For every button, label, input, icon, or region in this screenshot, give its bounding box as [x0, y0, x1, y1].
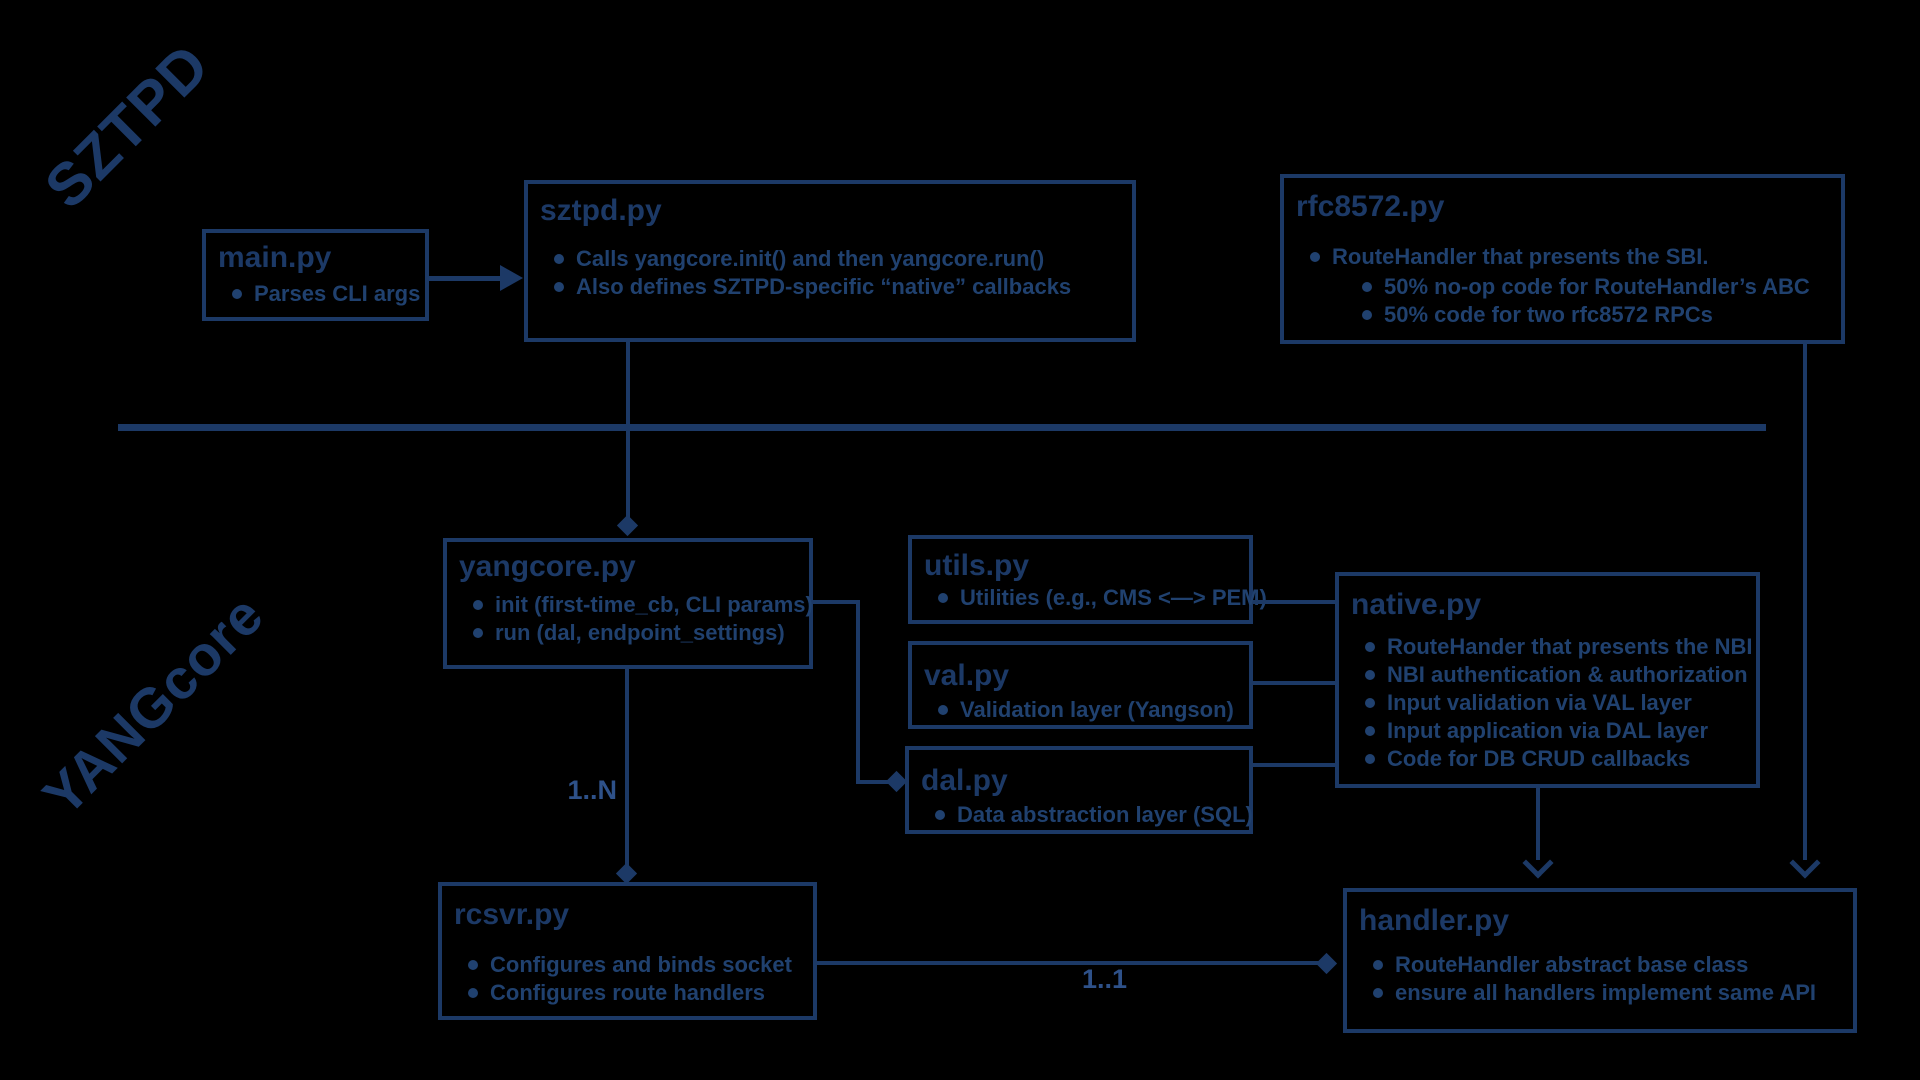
arrowhead-diamond-icon [615, 862, 638, 885]
box-utils-py-title: utils.py [924, 549, 1030, 582]
box-handler-py-bullet: ensure all handlers implement same API [1373, 979, 1853, 1007]
box-yangcore-py-bullet: run (dal, endpoint_settings) [473, 619, 809, 647]
connector-utils-to-native [1253, 600, 1335, 604]
box-main-py: main.py Parses CLI args [202, 229, 429, 321]
box-native-py-title: native.py [1351, 588, 1482, 621]
connector-yangcore-to-dal-v [856, 600, 860, 782]
box-native-py-bullet: RouteHander that presents the NBI [1365, 633, 1756, 661]
section-divider-line [118, 424, 1766, 431]
connector-yangcore-to-dal-h1 [813, 600, 860, 604]
box-dal-py: dal.py Data abstraction layer (SQL) [905, 746, 1253, 834]
box-yangcore-py-bullet: init (first-time_cb, CLI params) [473, 592, 813, 617]
arrowhead-diamond-icon [616, 514, 639, 537]
box-main-py-title: main.py [218, 241, 332, 274]
connector-native-to-handler [1536, 788, 1540, 860]
box-sztpd-py-bullet: Calls yangcore.init() and then yangcore.… [554, 245, 1132, 273]
box-rfc8572-py: rfc8572.py RouteHandler that presents th… [1280, 174, 1845, 344]
box-native-py-bullet: Input validation via VAL layer [1365, 689, 1756, 717]
box-main-py-bullet: Parses CLI args [232, 280, 425, 308]
arrowhead-chevron-icon [1789, 847, 1821, 879]
box-rfc8572-py-title: rfc8572.py [1296, 190, 1445, 223]
box-native-py-bullet: Code for DB CRUD callbacks [1365, 745, 1756, 773]
connector-rcsvr-to-handler [817, 961, 1320, 965]
box-native-py-bullet: NBI authentication & authorization [1365, 661, 1756, 689]
box-rfc8572-py-subbullet: 50% no-op code for RouteHandler’s ABC [1362, 273, 1841, 301]
box-handler-py: handler.py RouteHandler abstract base cl… [1343, 888, 1857, 1033]
box-sztpd-py-title: sztpd.py [540, 194, 662, 227]
box-rcsvr-py-bullet: Configures route handlers [468, 979, 813, 1007]
box-yangcore-py-title: yangcore.py [459, 550, 636, 583]
arrowhead-diamond-icon [1315, 952, 1338, 975]
connector-dal-to-native [1253, 763, 1335, 767]
box-sztpd-py-bullet: Also defines SZTPD-specific “native” cal… [554, 273, 1132, 301]
box-yangcore-py: yangcore.py init (first-time_cb, CLI par… [443, 538, 813, 669]
arrowhead-triangle-icon [500, 265, 523, 291]
box-handler-py-title: handler.py [1359, 904, 1510, 937]
box-native-py-bullet: Input application via DAL layer [1365, 717, 1756, 745]
box-native-py: native.py RouteHander that presents the … [1335, 572, 1760, 788]
box-sztpd-py: sztpd.py Calls yangcore.init() and then … [524, 180, 1136, 342]
section-label-yangcore: YANGcore [30, 582, 276, 828]
section-label-sztpd: SZTPD [32, 31, 222, 221]
box-rcsvr-py-title: rcsvr.py [454, 898, 570, 931]
connector-main-to-sztpd [429, 276, 502, 281]
box-val-py: val.py Validation layer (Yangson) [908, 641, 1253, 729]
box-dal-py-title: dal.py [921, 764, 1008, 797]
cardinality-label-1-n: 1..N [567, 775, 617, 805]
arrowhead-diamond-icon [885, 770, 908, 793]
box-utils-py-bullet: Utilities (e.g., CMS <—> PEM) [938, 585, 1267, 610]
connector-yangcore-to-dal-h2 [856, 780, 891, 784]
box-handler-py-bullet: RouteHandler abstract base class [1373, 951, 1853, 979]
connector-rfc8572-to-handler [1803, 344, 1807, 860]
box-rfc8572-py-bullet: RouteHandler that presents the SBI. [1310, 243, 1841, 271]
box-rcsvr-py-bullet: Configures and binds socket [468, 951, 813, 979]
arrowhead-chevron-icon [1522, 847, 1554, 879]
box-val-py-title: val.py [924, 659, 1010, 692]
box-dal-py-bullet: Data abstraction layer (SQL) [935, 802, 1253, 827]
box-utils-py: utils.py Utilities (e.g., CMS <—> PEM) [908, 535, 1267, 624]
box-rcsvr-py: rcsvr.py Configures and binds socket Con… [438, 882, 817, 1020]
connector-sztpd-to-yangcore [626, 341, 630, 519]
cardinality-label-1-1: 1..1 [1082, 964, 1128, 994]
box-val-py-bullet: Validation layer (Yangson) [938, 696, 1249, 724]
connector-yangcore-to-rcsvr [625, 669, 629, 867]
connector-val-to-native [1253, 681, 1335, 685]
box-rfc8572-py-subbullet: 50% code for two rfc8572 RPCs [1362, 301, 1841, 329]
